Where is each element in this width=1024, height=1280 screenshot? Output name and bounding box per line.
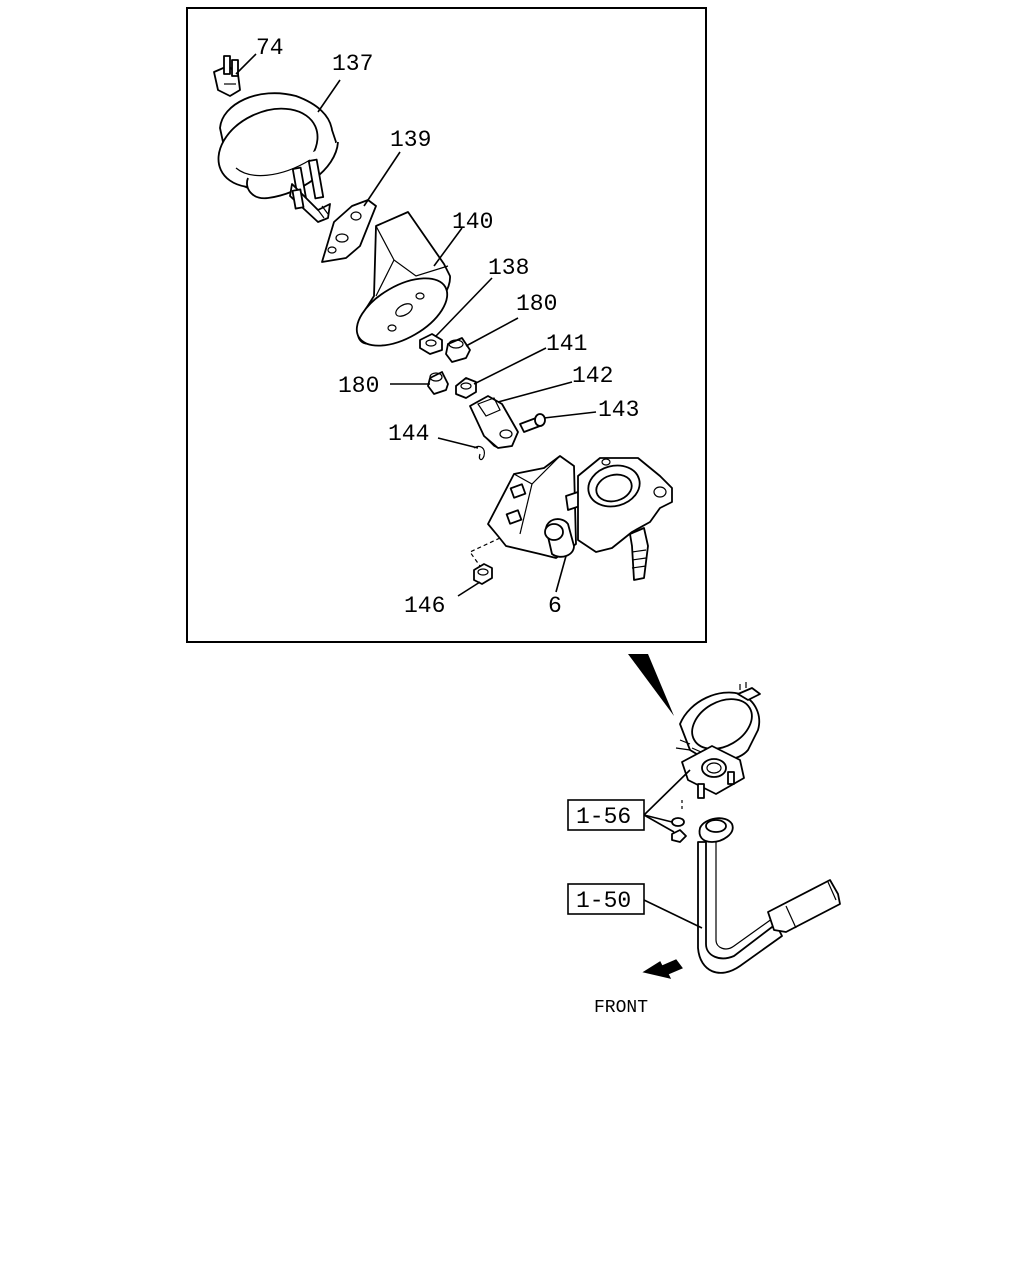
part-146-nut bbox=[473, 563, 493, 585]
part-140-bracket bbox=[355, 211, 451, 347]
part-6-throttle-assembly bbox=[469, 455, 673, 581]
detail-frame bbox=[186, 7, 707, 643]
callout-139: 139 bbox=[390, 127, 431, 153]
leader-6 bbox=[555, 555, 567, 593]
leader-74 bbox=[235, 53, 257, 75]
leader-1-50 bbox=[643, 899, 703, 929]
installed-intake-pipe bbox=[697, 817, 841, 974]
callout-143: 143 bbox=[598, 397, 639, 423]
part-139-gasket bbox=[321, 199, 377, 263]
ref-box-1-50 bbox=[567, 883, 645, 915]
callout-140: 140 bbox=[452, 209, 493, 235]
callout-146: 146 bbox=[404, 593, 445, 619]
installed-actuator bbox=[679, 682, 761, 761]
callout-144: 144 bbox=[388, 421, 429, 447]
leader-1-56-b bbox=[643, 814, 673, 823]
detail-pointer bbox=[628, 654, 674, 716]
front-arrow-icon bbox=[642, 959, 683, 979]
leader-180-upper bbox=[465, 317, 519, 347]
leader-143 bbox=[543, 411, 597, 419]
part-74-fitting bbox=[213, 55, 241, 97]
installed-throttle-body bbox=[675, 739, 745, 799]
leader-138 bbox=[435, 277, 493, 337]
leader-137 bbox=[317, 79, 341, 113]
leader-146 bbox=[457, 581, 481, 597]
part-141-nut bbox=[455, 377, 477, 399]
part-144-clip bbox=[473, 445, 485, 461]
part-143-pin bbox=[519, 413, 546, 433]
part-138-nut bbox=[419, 333, 443, 355]
callout-180-lower: 180 bbox=[338, 373, 379, 399]
part-137-actuator bbox=[217, 92, 339, 223]
leader-144 bbox=[437, 437, 479, 449]
ref-1-50[interactable]: 1-50 bbox=[576, 888, 631, 914]
leader-141 bbox=[473, 347, 547, 385]
callout-74: 74 bbox=[256, 35, 284, 61]
callout-6: 6 bbox=[548, 593, 562, 619]
part-180-bushing-upper bbox=[445, 337, 471, 363]
ref-box-1-56 bbox=[567, 799, 645, 831]
callout-142: 142 bbox=[572, 363, 613, 389]
leader-1-56-c bbox=[643, 814, 675, 833]
leader-139 bbox=[363, 151, 401, 207]
callout-180-upper: 180 bbox=[516, 291, 557, 317]
leader-140 bbox=[433, 227, 463, 267]
leader-142 bbox=[497, 381, 573, 403]
callout-137: 137 bbox=[332, 51, 373, 77]
part-180-bushing-lower bbox=[427, 371, 449, 395]
part-142-lever bbox=[469, 395, 519, 449]
callout-141: 141 bbox=[546, 331, 587, 357]
leader-1-56-a bbox=[643, 769, 691, 816]
ref-1-56[interactable]: 1-56 bbox=[576, 804, 631, 830]
installed-gasket-washers bbox=[671, 800, 687, 843]
callout-138: 138 bbox=[488, 255, 529, 281]
front-label: FRONT bbox=[594, 998, 648, 1018]
